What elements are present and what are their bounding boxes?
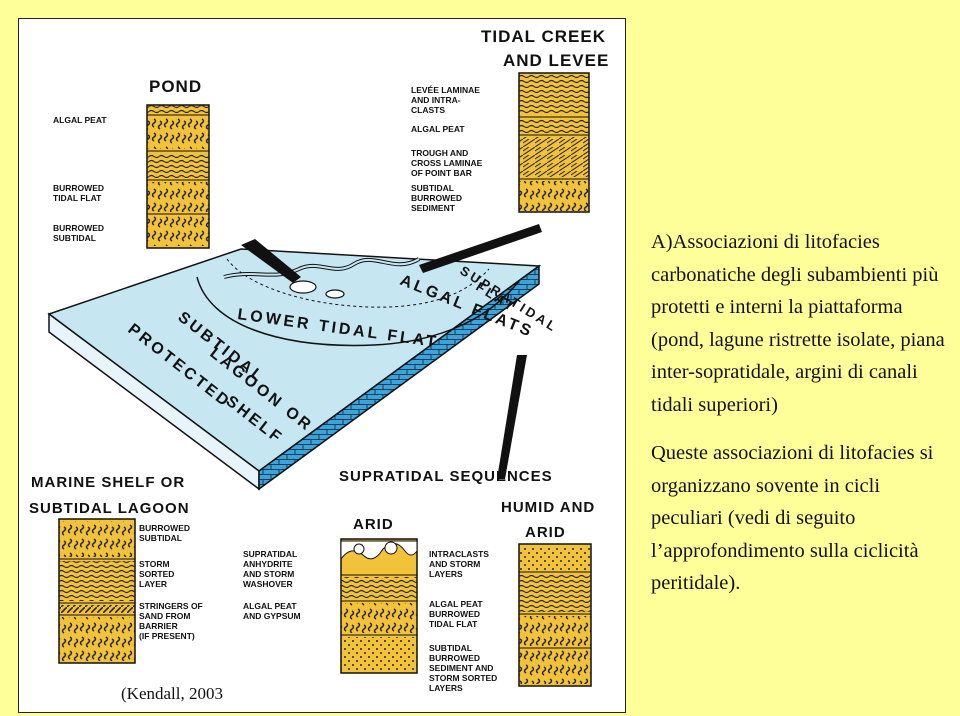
- humid-subtidal-layer: [519, 650, 591, 684]
- caption-paragraph-2: Queste associazioni di litofacies si org…: [651, 442, 934, 594]
- arid-burrow-layer: [341, 603, 417, 633]
- humid-sub-label-5: LAYERS: [429, 683, 463, 693]
- marine-burrowed-label-1: BURROWED: [139, 523, 190, 533]
- creek-subtidal-layer: [519, 181, 589, 211]
- pond-shape: [289, 280, 317, 294]
- arid-anhydrite-label-3: AND STORM: [243, 569, 294, 579]
- humid-algal-label-3: TIDAL FLAT: [429, 619, 478, 629]
- creek-trough-label-2: CROSS LAMINAE: [411, 158, 483, 168]
- supratidal-sequences-title: SUPRATIDAL SEQUENCES: [339, 468, 553, 485]
- pond-tidal-flat-label: TIDAL FLAT: [53, 193, 102, 203]
- creek-levee-label-2: AND INTRA-: [411, 95, 461, 105]
- algal-flat-boundary: [226, 258, 490, 308]
- marine-storm-label-1: STORM: [139, 559, 170, 569]
- creek-subtidal-label-3: SEDIMENT: [411, 203, 456, 213]
- pond-subtidal-label: SUBTIDAL: [53, 233, 96, 243]
- marine-shelf-title-1: MARINE SHELF OR: [31, 474, 185, 491]
- marine-lower-layer: [59, 617, 135, 661]
- creek-trough-label-1: TROUGH AND: [411, 148, 468, 158]
- marine-shelf-section: MARINE SHELF OR SUBTIDAL LAGOON BURROWED…: [29, 474, 203, 664]
- humid-title-2: ARID: [525, 524, 566, 541]
- arid-title: ARID: [353, 516, 394, 533]
- creek-trough-layer: [519, 137, 589, 177]
- pond-section: POND ALGAL PEAT BURROWED TIDAL FLAT BURR…: [53, 77, 210, 249]
- marine-stringers-label-1: STRINGERS OF: [139, 601, 203, 611]
- tidal-creek-title-2: AND LEVEE: [503, 51, 609, 70]
- creek-levee-layer: [519, 75, 589, 115]
- humid-intraclasts-label-1: INTRACLASTS: [429, 549, 489, 559]
- marine-burrow-layer: [59, 521, 135, 557]
- humid-sub-label-3: SEDIMENT AND: [429, 663, 493, 673]
- caption-text: A)Associazioni di litofacies carbonatich…: [651, 226, 951, 600]
- humid-title-1: HUMID AND: [501, 499, 595, 516]
- pond-title: POND: [149, 77, 202, 96]
- arid-anhydrite-label-1: SUPRATIDAL: [243, 549, 297, 559]
- arid-gypsum-label-2: AND GYPSUM: [243, 611, 301, 621]
- marine-burrowed-label-2: SUBTIDAL: [139, 533, 182, 543]
- pond-algal-layer: [147, 105, 209, 115]
- pond-shape-small: [325, 289, 345, 299]
- caption-paragraph-1: A)Associazioni di litofacies carbonatich…: [651, 231, 945, 416]
- tidal-creek-title-1: TIDAL CREEK: [481, 27, 606, 46]
- humid-burrow-layer: [519, 616, 591, 646]
- marine-shelf-title-2: SUBTIDAL LAGOON: [29, 500, 190, 517]
- diagram-svg: LOWER TIDAL FLAT ALGAL FLATS SUPRATIDAL …: [29, 27, 609, 693]
- supratidal-sequences-section: SUPRATIDAL SEQUENCES ARID SUPRATIDAL ANH…: [243, 468, 595, 693]
- pond-algal-peat-label: ALGAL PEAT: [53, 115, 107, 125]
- pond-burrowed-label: BURROWED: [53, 183, 104, 193]
- creek-algal-label: ALGAL PEAT: [411, 124, 465, 134]
- marine-stringers-label-3: BARRIER: [139, 621, 178, 631]
- source-credit: (Kendall, 2003: [121, 684, 223, 703]
- creek-trough-label-3: OF POINT BAR: [411, 168, 472, 178]
- creek-pointer: [419, 224, 542, 273]
- creek-subtidal-label-1: SUBTIDAL: [411, 183, 454, 193]
- marine-stringers-label-4: (IF PRESENT): [139, 631, 195, 641]
- pond-burrow-layer-3: [147, 216, 209, 246]
- marine-storm-label-3: LAYER: [139, 579, 167, 589]
- marine-storm-label-2: SORTED: [139, 569, 174, 579]
- humid-algal-label-2: BURROWED: [429, 609, 480, 619]
- creek-subtidal-label-2: BURROWED: [411, 193, 462, 203]
- pond-burrowed-label-2: BURROWED: [53, 223, 104, 233]
- pond-lamin-layer: [147, 153, 209, 178]
- arid-gypsum-label-1: ALGAL PEAT: [243, 601, 297, 611]
- humid-algal-layer: [519, 574, 591, 612]
- humid-intraclasts-label-2: AND STORM: [429, 559, 480, 569]
- pond-pointer: [241, 239, 301, 283]
- marine-stringers-label-2: SAND FROM: [139, 611, 190, 621]
- block-diagram: LOWER TIDAL FLAT ALGAL FLATS SUPRATIDAL …: [47, 224, 561, 491]
- arid-subtidal-layer: [341, 637, 417, 671]
- humid-intraclasts-label-3: LAYERS: [429, 569, 463, 579]
- creek-levee-label-3: CLASTS: [411, 105, 445, 115]
- humid-sub-label-2: BURROWED: [429, 653, 480, 663]
- marine-storm-layer: [59, 561, 135, 601]
- marine-stringer-layer: [59, 605, 135, 613]
- humid-sub-label-1: SUBTIDAL: [429, 643, 472, 653]
- arid-anhydrite-label-2: ANHYDRITE: [243, 559, 293, 569]
- tidal-creek-water: [223, 258, 420, 278]
- arid-anhydrite-label-4: WASHOVER: [243, 579, 293, 589]
- tidal-creek-section: TIDAL CREEK AND LEVEE LEVÉE LAMINAE AND …: [411, 27, 609, 213]
- creek-algal-layer: [519, 119, 589, 133]
- creek-levee-label-1: LEVÉE LAMINAE: [411, 85, 480, 95]
- pond-burrow-layer-2: [147, 182, 209, 212]
- arid-algal-layer: [341, 577, 417, 599]
- supratidal-pointer: [497, 355, 527, 479]
- humid-intraclast-layer: [519, 546, 591, 570]
- humid-sub-label-4: STORM SORTED: [429, 673, 497, 683]
- pond-burrow-layer-1: [147, 117, 209, 149]
- tidal-flat-boundary: [196, 276, 520, 347]
- kendall-facies-diagram: LOWER TIDAL FLAT ALGAL FLATS SUPRATIDAL …: [18, 18, 626, 713]
- humid-algal-label-1: ALGAL PEAT: [429, 599, 483, 609]
